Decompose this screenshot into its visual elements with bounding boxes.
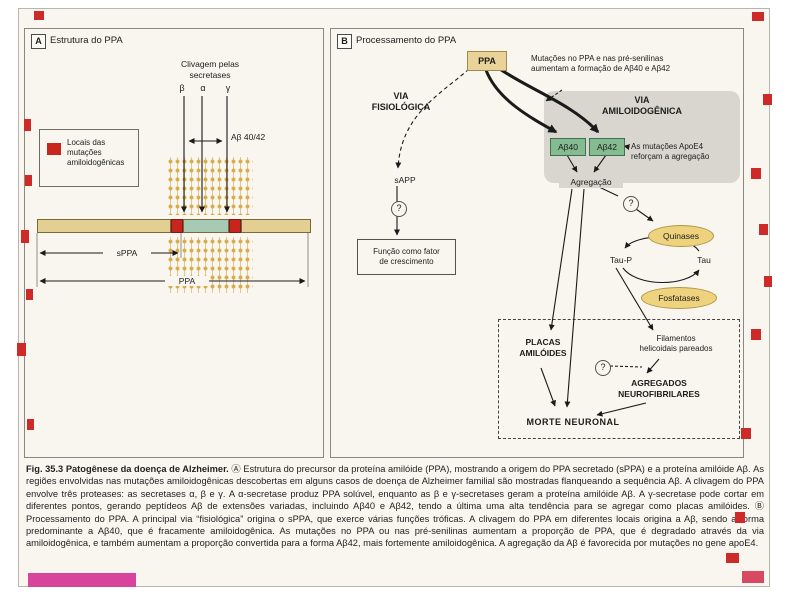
- panel-a-tag: A: [31, 34, 46, 49]
- scan-mark: [741, 428, 751, 439]
- app-bar-mutation-site-left: [171, 219, 183, 233]
- scan-mark: [24, 119, 31, 131]
- caption-fig-title: Patogênese da doença de Alzheimer.: [65, 464, 229, 474]
- ppa-node: PPA: [467, 51, 507, 71]
- sapp-node: sAPP: [394, 175, 416, 185]
- neuronal-death-node: MORTE NEURONAL: [526, 417, 620, 427]
- scan-mark: [764, 276, 772, 287]
- scan-mark: [26, 289, 33, 300]
- caption-body: Ⓐ Estrutura do precursor da proteína ami…: [26, 464, 765, 549]
- tau-node: Tau: [688, 255, 720, 266]
- amyloidogenic-pathway-label: VIA AMILOIDOGÊNICA: [602, 95, 682, 116]
- ppa-span-label: PPA: [165, 276, 209, 286]
- paired-helical-filaments-node: Filamentos helicoidais pareados: [639, 334, 713, 353]
- app-bar-cterminus: [241, 219, 311, 233]
- aggregation-label: Agregação: [559, 177, 623, 188]
- mutation-legend-label: Locais das mutações amiloidogênicas: [67, 138, 125, 167]
- app-bar-abeta-region: [183, 219, 229, 233]
- panel-b: B Processamento do PPA PPA Mutações no P…: [330, 28, 744, 458]
- scan-mark-magenta: [28, 573, 136, 587]
- figure-caption: Fig. 35.3 Patogênese da doença de Alzhei…: [26, 463, 764, 550]
- mutation-legend-swatch: [47, 143, 61, 155]
- scan-mark: [751, 168, 761, 179]
- gamma-secretase-label: γ: [225, 83, 231, 93]
- panel-a: A Estrutura do PPA Clivagem pelas secret…: [24, 28, 324, 458]
- sppa-span-label: sPPA: [103, 248, 151, 258]
- scan-mark: [735, 512, 745, 523]
- abeta-span-label: Aβ 40/42: [231, 132, 266, 142]
- scan-mark: [726, 553, 739, 563]
- scan-mark: [27, 419, 34, 430]
- tau-p-node: Tau-P: [602, 255, 640, 266]
- mutation-legend: Locais das mutações amiloidogênicas: [39, 129, 139, 187]
- scan-mark: [21, 230, 29, 243]
- question-circle-filaments: ?: [595, 360, 611, 376]
- app-bar-ectodomain: [37, 219, 171, 233]
- phosphatases-node: Fosfatases: [641, 287, 717, 309]
- question-circle-sapp: ?: [391, 201, 407, 217]
- scan-mark: [763, 94, 772, 105]
- caption-fig-label: Fig. 35.3: [26, 464, 64, 474]
- app-bar-mutation-site-right: [229, 219, 241, 233]
- panel-b-tag: B: [337, 34, 352, 49]
- scan-mark: [34, 11, 44, 20]
- apoe4-note: As mutações ApoE4 reforçam a agregação: [631, 142, 710, 161]
- scan-mark: [759, 224, 768, 235]
- abeta42-node: Aβ42: [589, 138, 625, 156]
- neurofibrillary-aggregates-node: AGREGADOS NEUROFIBRILARES: [618, 378, 700, 399]
- alpha-secretase-label: α: [200, 83, 206, 93]
- scan-mark: [751, 329, 761, 340]
- abeta40-node: Aβ40: [550, 138, 586, 156]
- beta-secretase-label: β: [179, 83, 185, 93]
- scan-mark: [752, 12, 764, 21]
- trophic-function-node: Função como fator de crescimento: [357, 239, 456, 275]
- amyloid-plaques-node: PLACAS AMILÓIDES: [519, 337, 567, 358]
- physiological-pathway-label: VIA FISIOLÓGICA: [371, 91, 431, 112]
- presenilin-mutation-note: Mutações no PPA e nas pré-senilinas aume…: [531, 54, 671, 73]
- membrane-upper-leaflet: [167, 157, 253, 215]
- kinases-node: Quinases: [648, 225, 714, 247]
- question-circle-kinase: ?: [623, 196, 639, 212]
- scan-mark: [17, 343, 26, 356]
- scan-mark: [742, 571, 764, 583]
- scan-mark: [25, 175, 32, 186]
- panel-b-title: Processamento do PPA: [356, 35, 457, 46]
- cleavage-label: Clivagem pelas secretases: [180, 59, 240, 80]
- panel-a-title: Estrutura do PPA: [50, 35, 123, 46]
